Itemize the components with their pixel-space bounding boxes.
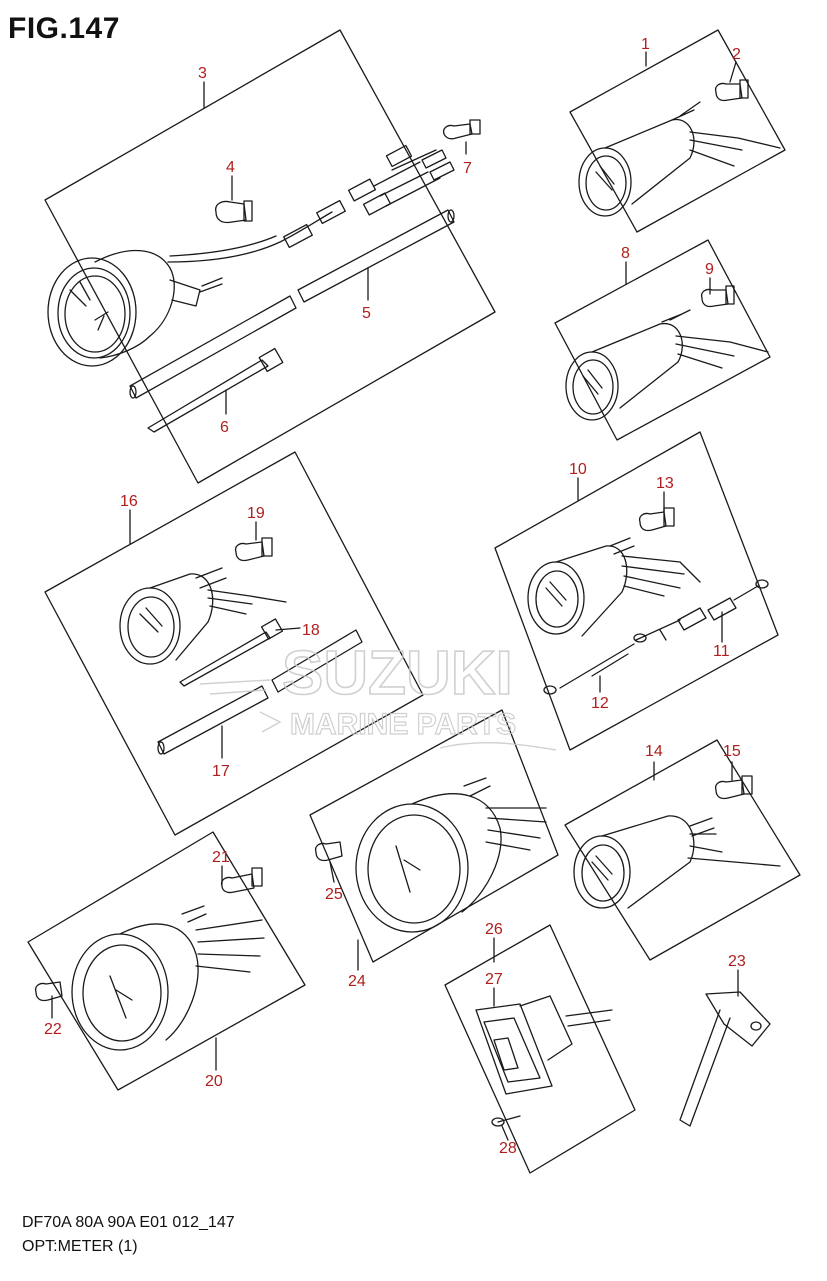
tube-5 xyxy=(129,209,455,399)
cable-tie-18 xyxy=(179,618,284,687)
callout-20: 20 xyxy=(205,1073,223,1090)
callout-14: 14 xyxy=(645,743,663,760)
callout-7: 7 xyxy=(463,160,472,177)
callout-5: 5 xyxy=(362,305,371,322)
callout-8: 8 xyxy=(621,245,630,262)
connector-harness xyxy=(283,144,455,249)
group-16-frame xyxy=(44,451,424,836)
group-14-frame xyxy=(564,739,801,961)
group-3-frame xyxy=(44,29,496,484)
bulb-15 xyxy=(714,775,753,800)
callout-24: 24 xyxy=(348,973,366,990)
callout-labels: 1 2 3 4 5 6 7 8 9 10 11 12 13 14 15 16 1… xyxy=(44,36,746,1157)
callout-21: 21 xyxy=(212,849,230,866)
leader-lines xyxy=(51,51,739,1141)
callout-25: 25 xyxy=(325,886,343,903)
gauge-16 xyxy=(119,567,287,665)
gauge-1 xyxy=(578,101,781,217)
gauge-24 xyxy=(355,777,547,933)
callout-10: 10 xyxy=(569,461,587,478)
switch-27 xyxy=(475,995,613,1095)
figure-title: FIG.147 xyxy=(8,12,120,45)
bulb-13 xyxy=(638,507,675,532)
watermark: SUZUKI MARINE PARTS xyxy=(199,638,557,751)
bulb-22 xyxy=(34,981,63,1002)
gauge-3 xyxy=(47,211,333,367)
group-8-frame xyxy=(554,239,771,441)
watermark-line2: MARINE PARTS xyxy=(290,708,516,741)
group-26-frame xyxy=(444,924,636,1174)
bulb-4 xyxy=(215,200,253,224)
bulb-2 xyxy=(714,79,749,102)
group-24-frame xyxy=(309,709,559,963)
tube-17 xyxy=(157,629,363,755)
lead-12 xyxy=(543,607,707,695)
screw-28 xyxy=(491,1115,521,1127)
gauge-14 xyxy=(573,815,781,909)
callout-15: 15 xyxy=(723,743,741,760)
callout-17: 17 xyxy=(212,763,230,780)
gauge-8 xyxy=(565,309,769,421)
bulb-7 xyxy=(442,119,481,140)
callout-19: 19 xyxy=(247,505,265,522)
group-10-frame xyxy=(494,431,779,751)
bulb-25 xyxy=(314,841,343,862)
callout-12: 12 xyxy=(591,695,609,712)
gauge-20 xyxy=(71,905,265,1051)
callout-1: 1 xyxy=(641,36,650,53)
footer-section-name: OPT:METER (1) xyxy=(22,1238,138,1255)
group-1-frame xyxy=(569,29,786,233)
bulb-19 xyxy=(234,537,273,562)
callout-26: 26 xyxy=(485,921,503,938)
gauge-10 xyxy=(527,537,701,637)
lever-23 xyxy=(679,991,771,1127)
callout-11: 11 xyxy=(713,643,730,660)
lead-11 xyxy=(707,579,769,621)
callout-22: 22 xyxy=(44,1021,62,1038)
callout-23: 23 xyxy=(728,953,746,970)
callout-13: 13 xyxy=(656,475,674,492)
callout-2: 2 xyxy=(732,46,741,63)
callout-6: 6 xyxy=(220,419,229,436)
callout-9: 9 xyxy=(705,261,714,278)
callout-28: 28 xyxy=(499,1140,517,1157)
callout-3: 3 xyxy=(198,65,207,82)
callout-16: 16 xyxy=(120,493,138,510)
bulb-9 xyxy=(700,285,735,308)
callout-4: 4 xyxy=(226,159,235,176)
callout-18: 18 xyxy=(302,622,320,639)
footer-model-code: DF70A 80A 90A E01 012_147 xyxy=(22,1214,235,1231)
group-20-frame xyxy=(27,831,306,1091)
callout-27: 27 xyxy=(485,971,503,988)
cable-tie-6 xyxy=(147,347,284,433)
watermark-line1: SUZUKI xyxy=(282,639,513,708)
